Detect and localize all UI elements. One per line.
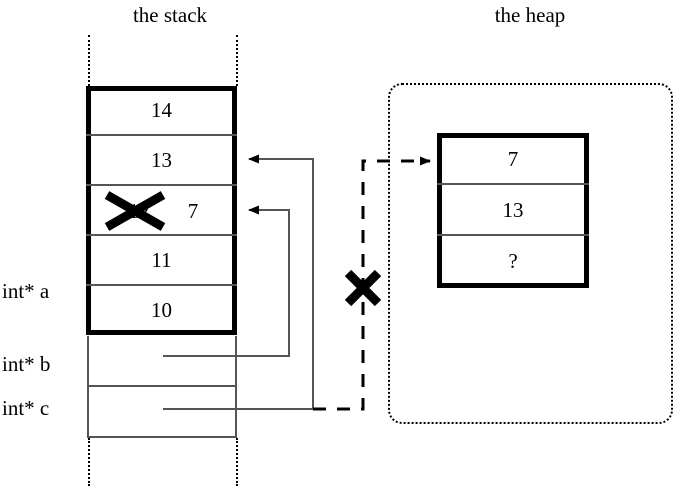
stack-continuation-bottom-left (88, 438, 90, 486)
heap-title: the heap (494, 3, 566, 27)
invalidated-pointer-x-icon (344, 269, 382, 307)
heap-block (437, 133, 589, 288)
stack-title: the stack (132, 3, 208, 27)
stack-cell-2 (86, 186, 237, 236)
pointer-label-a: int* a (2, 279, 50, 303)
stack-cell-3: 11 (86, 236, 237, 286)
stack-cell-4: 10 (151, 298, 172, 322)
stack-cell-2-old-value: 12 (128, 199, 150, 223)
pointer-slot-b (87, 336, 237, 387)
stack-cell-2-new-value: 7 (187, 199, 199, 223)
pointer-label-c: int* c (2, 396, 50, 420)
stack-cell-1: 13 (86, 136, 237, 186)
pointer-label-b: int* b (2, 352, 51, 376)
pointer-slot-c (87, 387, 237, 438)
heap-cell-2: ? (508, 249, 518, 273)
stack-continuation-bottom-right (236, 438, 238, 486)
heap-cell-0: 7 (437, 134, 589, 185)
heap-cell-1: 13 (437, 185, 589, 236)
stack-continuation-top-right (236, 35, 238, 86)
stack-cell-0: 14 (86, 86, 237, 136)
stack-continuation-top-left (88, 35, 90, 86)
